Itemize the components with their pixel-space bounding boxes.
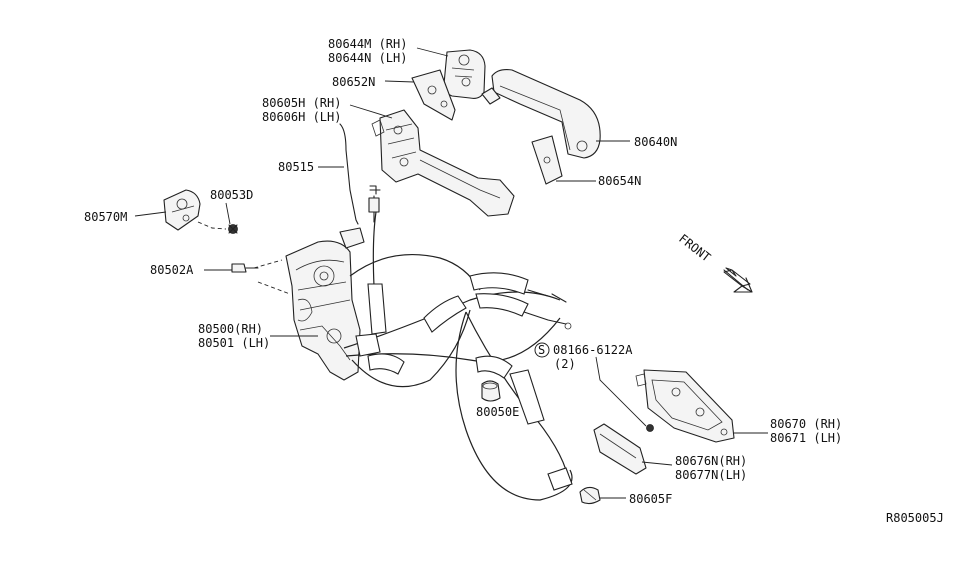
diagram-code: R805005J (886, 511, 944, 525)
label-80500: 80500(RH) (198, 322, 263, 336)
inside-handle-screw-part (646, 424, 654, 432)
lock-rod-part (339, 123, 359, 225)
label-80570m: 80570M (84, 210, 127, 224)
front-arrow-icon (723, 267, 753, 293)
clip-part (579, 486, 601, 505)
label-80501: 80501 (LH) (198, 336, 270, 350)
handle-gasket-part (411, 69, 456, 121)
label-80644m: 80644M (RH) (328, 37, 407, 51)
label-80652n: 80652N (332, 75, 375, 89)
part-labels: 80644M (RH) 80644N (LH) 80652N 80605H (R… (84, 37, 944, 525)
inside-handle-part (635, 369, 735, 443)
label-80644n: 80644N (LH) (328, 51, 407, 65)
label-80053d: 80053D (210, 188, 253, 202)
lock-knob-bracket-part (163, 189, 201, 231)
label-80050e: 80050E (476, 405, 519, 419)
label-80671: 80671 (LH) (770, 431, 842, 445)
label-80606h: 80606H (LH) (262, 110, 341, 124)
label-standard-symbol: S (538, 343, 545, 357)
label-08166: 08166-6122A (553, 343, 633, 357)
leader-lines (134, 47, 768, 499)
latch-screw-part (231, 263, 259, 273)
label-80515: 80515 (278, 160, 314, 174)
label-80640n: 80640N (634, 135, 677, 149)
standard-part-symbol (534, 342, 550, 358)
inside-handle-escutcheon-part (593, 423, 647, 475)
label-80654n: 80654N (598, 174, 641, 188)
label-80676n: 80676N(RH) (675, 454, 747, 468)
label-08166-qty: (2) (554, 357, 576, 371)
label-80605f: 80605F (629, 492, 672, 506)
outside-handle-escutcheon-part (443, 49, 486, 99)
label-80605h: 80605H (RH) (262, 96, 341, 110)
handle-escutcheon-cover-part (531, 135, 563, 185)
label-80677n: 80677N(LH) (675, 468, 747, 482)
label-80502a: 80502A (150, 263, 194, 277)
outside-handle-part (481, 69, 601, 159)
screw-part (228, 224, 238, 234)
outside-handle-bracket-part (371, 109, 515, 217)
cable-grommet-part (481, 380, 501, 402)
lock-cables (343, 211, 573, 501)
door-lock-actuator-part (285, 227, 365, 381)
label-front: FRONT (676, 231, 713, 264)
cable-clip-part (368, 185, 381, 223)
label-80670: 80670 (RH) (770, 417, 842, 431)
